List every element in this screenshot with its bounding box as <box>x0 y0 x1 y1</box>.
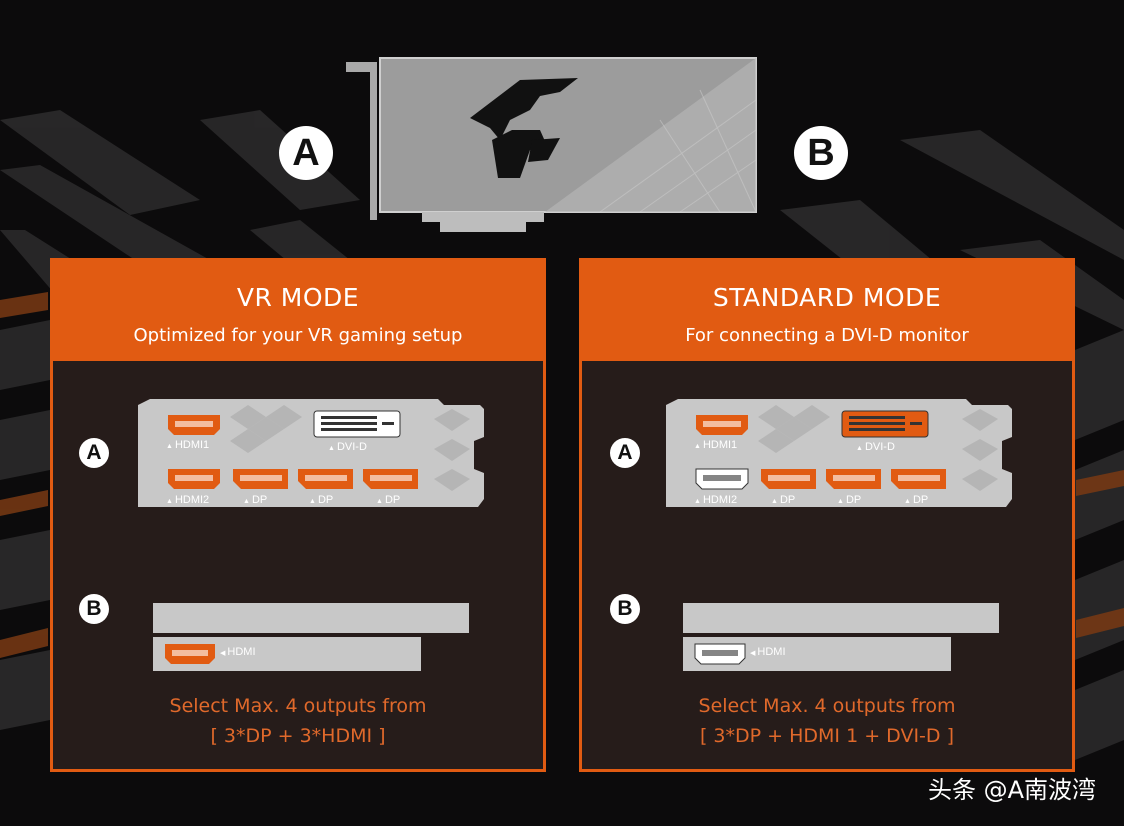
port-label: ▲DVI-D <box>856 441 895 453</box>
graphics-card-illustration <box>346 57 757 232</box>
bracket-a-badge: A <box>79 438 109 468</box>
bracket-b-badge: B <box>610 594 640 624</box>
dp-port-2-icon <box>826 469 881 489</box>
hdmi2-port-icon <box>168 469 220 489</box>
dp-port-1-icon <box>761 469 816 489</box>
bracket-a-io-plate <box>666 399 1012 507</box>
dvi-d-port-icon <box>841 410 929 438</box>
dvi-d-port-icon <box>313 410 401 438</box>
note-line2: [ 3*DP + 3*HDMI ] <box>210 725 386 747</box>
panel-header: STANDARD MODE For connecting a DVI-D mon… <box>582 261 1072 361</box>
port-label: ▲DP <box>771 494 796 506</box>
bracket-b-io-plate <box>153 603 469 671</box>
port-label: ▲HDMI2 <box>694 494 738 506</box>
port-label: ▲HDMI1 <box>166 439 210 451</box>
port-label: ▲DP <box>837 494 862 506</box>
panel-title: STANDARD MODE <box>712 283 942 312</box>
note-line1: Select Max. 4 outputs from <box>169 695 427 717</box>
bracket-a-badge: A <box>610 438 640 468</box>
standard-mode-panel: STANDARD MODE For connecting a DVI-D mon… <box>579 258 1075 772</box>
bracket-b-io-plate <box>683 603 999 671</box>
dp-port-1-icon <box>233 469 288 489</box>
note-line2: [ 3*DP + HDMI 1 + DVI-D ] <box>699 725 954 747</box>
vr-mode-panel: VR MODE Optimized for your VR gaming set… <box>50 258 546 772</box>
hdmi-port-icon <box>694 643 746 665</box>
bracket-b-badge: B <box>79 594 109 624</box>
port-label: ◀HDMI <box>750 646 786 658</box>
eagle-logo-icon <box>470 78 578 178</box>
port-label: ▲DVI-D <box>328 441 367 453</box>
note-line1: Select Max. 4 outputs from <box>698 695 956 717</box>
panel-subtitle: For connecting a DVI-D monitor <box>685 325 969 346</box>
port-label: ▲HDMI2 <box>166 494 210 506</box>
hdmi1-port-icon <box>168 415 220 435</box>
port-label: ▲HDMI1 <box>694 439 738 451</box>
port-label: ▲DP <box>904 494 929 506</box>
panel-subtitle: Optimized for your VR gaming setup <box>133 325 463 346</box>
hdmi-port-icon <box>165 644 215 664</box>
port-label: ▲DP <box>376 494 401 506</box>
bracket-a-io-plate <box>138 399 484 507</box>
watermark: 头条 @A南波湾 <box>927 776 1096 804</box>
port-label: ▲DP <box>243 494 268 506</box>
top-badge-a: A <box>279 126 333 180</box>
panel-header: VR MODE Optimized for your VR gaming set… <box>53 261 543 361</box>
port-label: ◀HDMI <box>220 646 256 658</box>
hdmi2-port-icon <box>695 468 749 490</box>
top-badge-b: B <box>794 126 848 180</box>
hdmi1-port-icon <box>696 415 748 435</box>
panel-title: VR MODE <box>236 283 360 312</box>
dp-port-3-icon <box>891 469 946 489</box>
dp-port-2-icon <box>298 469 353 489</box>
dp-port-3-icon <box>363 469 418 489</box>
port-label: ▲DP <box>309 494 334 506</box>
